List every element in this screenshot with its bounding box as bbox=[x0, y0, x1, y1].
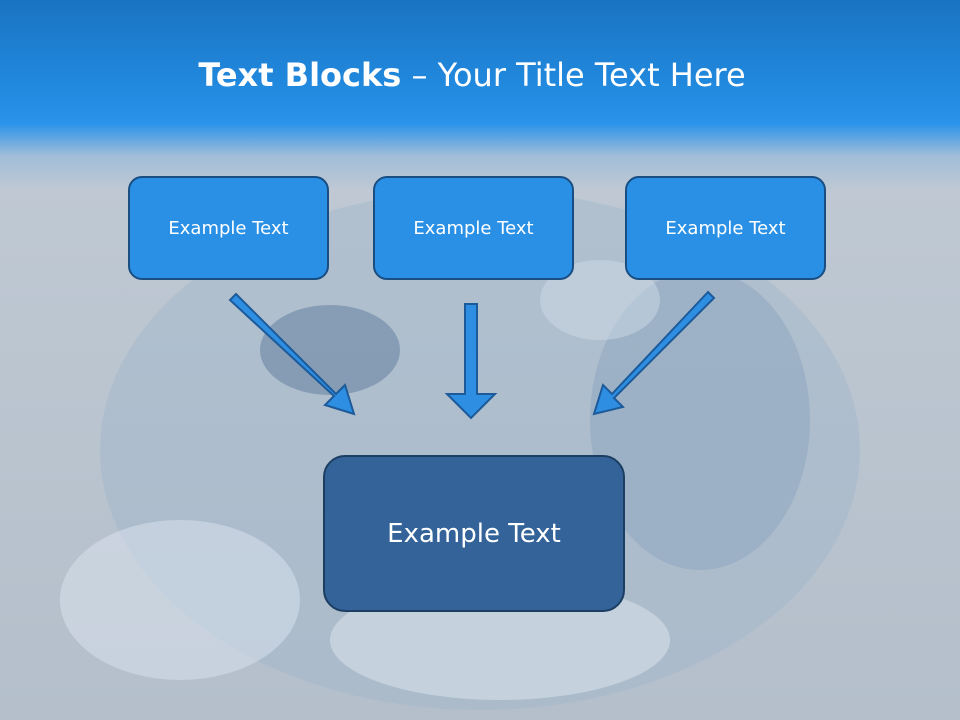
text-block-center[interactable]: Example Text bbox=[373, 176, 574, 280]
text-block-bottom[interactable]: Example Text bbox=[323, 455, 625, 612]
text-block-left-label: Example Text bbox=[168, 217, 289, 239]
text-block-right[interactable]: Example Text bbox=[625, 176, 826, 280]
arrow-down-right[interactable] bbox=[228, 292, 356, 416]
text-block-right-label: Example Text bbox=[665, 217, 786, 239]
text-block-center-label: Example Text bbox=[413, 217, 534, 239]
arrow-down-left[interactable] bbox=[592, 290, 716, 416]
text-block-bottom-label: Example Text bbox=[387, 518, 561, 549]
slide-title-bold: Text Blocks bbox=[198, 56, 402, 94]
slide-title-rest: – Your Title Text Here bbox=[401, 56, 746, 94]
text-block-left[interactable]: Example Text bbox=[128, 176, 329, 280]
slide-title: Text Blocks – Your Title Text Here bbox=[0, 52, 944, 98]
arrow-down[interactable] bbox=[444, 303, 498, 420]
title-band bbox=[0, 0, 960, 190]
